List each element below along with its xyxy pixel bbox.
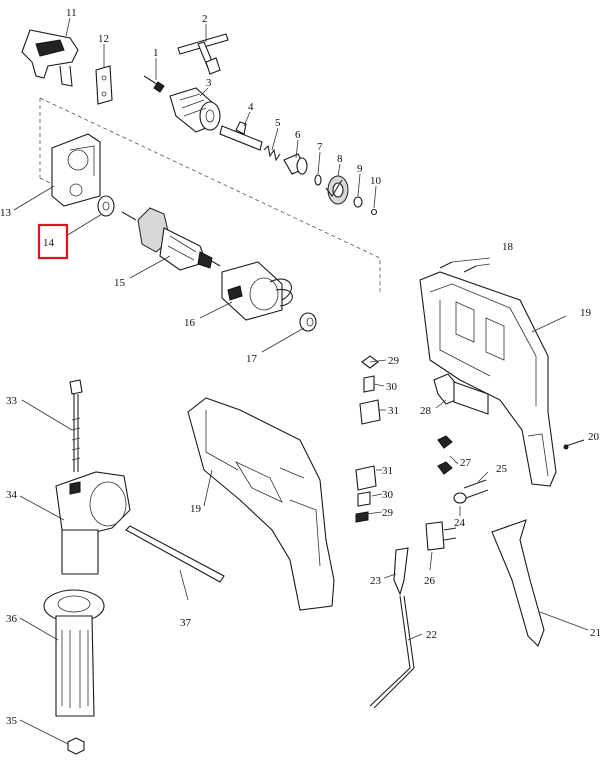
part-6-bushing [283,153,308,175]
label-18: 18 [502,241,514,253]
label-37: 37 [180,617,192,629]
label-26: 26 [424,575,436,587]
part-27-brush-holders [437,435,453,475]
label-19-left: 19 [190,503,202,515]
label-1: 1 [153,47,159,59]
parts-29-31-lower [355,465,377,523]
label-9: 9 [357,163,363,175]
part-37-depth-rod [125,525,225,583]
label-21: 21 [590,627,601,639]
label-16: 16 [184,317,196,329]
part-19-housing-left [187,397,335,611]
label-28: 28 [420,405,432,417]
label-33: 33 [6,395,18,407]
label-27: 27 [460,457,472,469]
label-30-top: 30 [386,381,398,393]
label-8: 8 [337,153,343,165]
label-31-top: 31 [388,405,399,417]
highlight-box-part-14 [37,223,69,260]
label-22: 22 [426,629,437,641]
part-26-capacitor [425,521,457,551]
part-5-spring [263,144,281,162]
label-20: 20 [588,431,600,443]
label-31-lower: 31 [382,465,393,477]
part-labels: 11 12 2 1 3 4 5 6 7 8 9 10 13 14 15 16 1… [0,7,601,727]
part-16-stator [221,261,293,321]
label-36: 36 [6,613,18,625]
part-14-bearing [97,195,115,217]
part-2-chuck-key [177,33,229,75]
part-17-bearing [299,312,317,332]
part-21-handle-cover [491,519,545,647]
part-24-25-screws [453,479,489,504]
label-10: 10 [370,175,382,187]
label-34: 34 [6,489,18,501]
label-11: 11 [66,7,77,19]
label-3: 3 [206,77,212,89]
label-29-top: 29 [388,355,400,367]
part-15-armature [121,207,221,271]
label-19-right: 19 [580,307,592,319]
part-19-housing-right [419,271,557,487]
part-13-cover-plate [51,133,101,207]
part-8-gear [325,175,349,205]
part-11-side-cover [21,29,79,87]
label-5: 5 [275,117,281,129]
label-24: 24 [454,517,466,529]
part-33-bolt [69,379,83,472]
part-18-screws [439,257,491,273]
label-6: 6 [295,129,301,141]
part-10-ball [370,208,378,216]
part-7-ring [314,174,322,186]
label-2: 2 [202,13,208,25]
part-1-screw [143,75,165,93]
part-4-spindle [219,121,263,151]
label-12: 12 [98,33,109,45]
label-30-lower: 30 [382,489,394,501]
part-12-plate [95,65,113,105]
label-23: 23 [370,575,382,587]
label-14: 14 [43,237,55,249]
label-15: 15 [114,277,126,289]
part-35-nut [67,737,85,755]
part-28-switch [433,373,489,415]
leader-lines [13,17,589,745]
part-9-washer [353,196,363,208]
label-17: 17 [246,353,258,365]
label-4: 4 [248,101,254,113]
part-36-side-handle [43,589,105,717]
label-7: 7 [317,141,323,153]
label-13: 13 [0,207,12,219]
part-3-chuck [169,87,221,133]
part-22-cable [369,595,415,709]
label-25: 25 [496,463,508,475]
part-20-screw [563,439,585,450]
label-35: 35 [6,715,18,727]
parts-29-31-top [359,355,381,425]
label-29-lower: 29 [382,507,394,519]
part-23-cable-sleeve [393,547,409,596]
part-34-clamp [55,471,131,575]
